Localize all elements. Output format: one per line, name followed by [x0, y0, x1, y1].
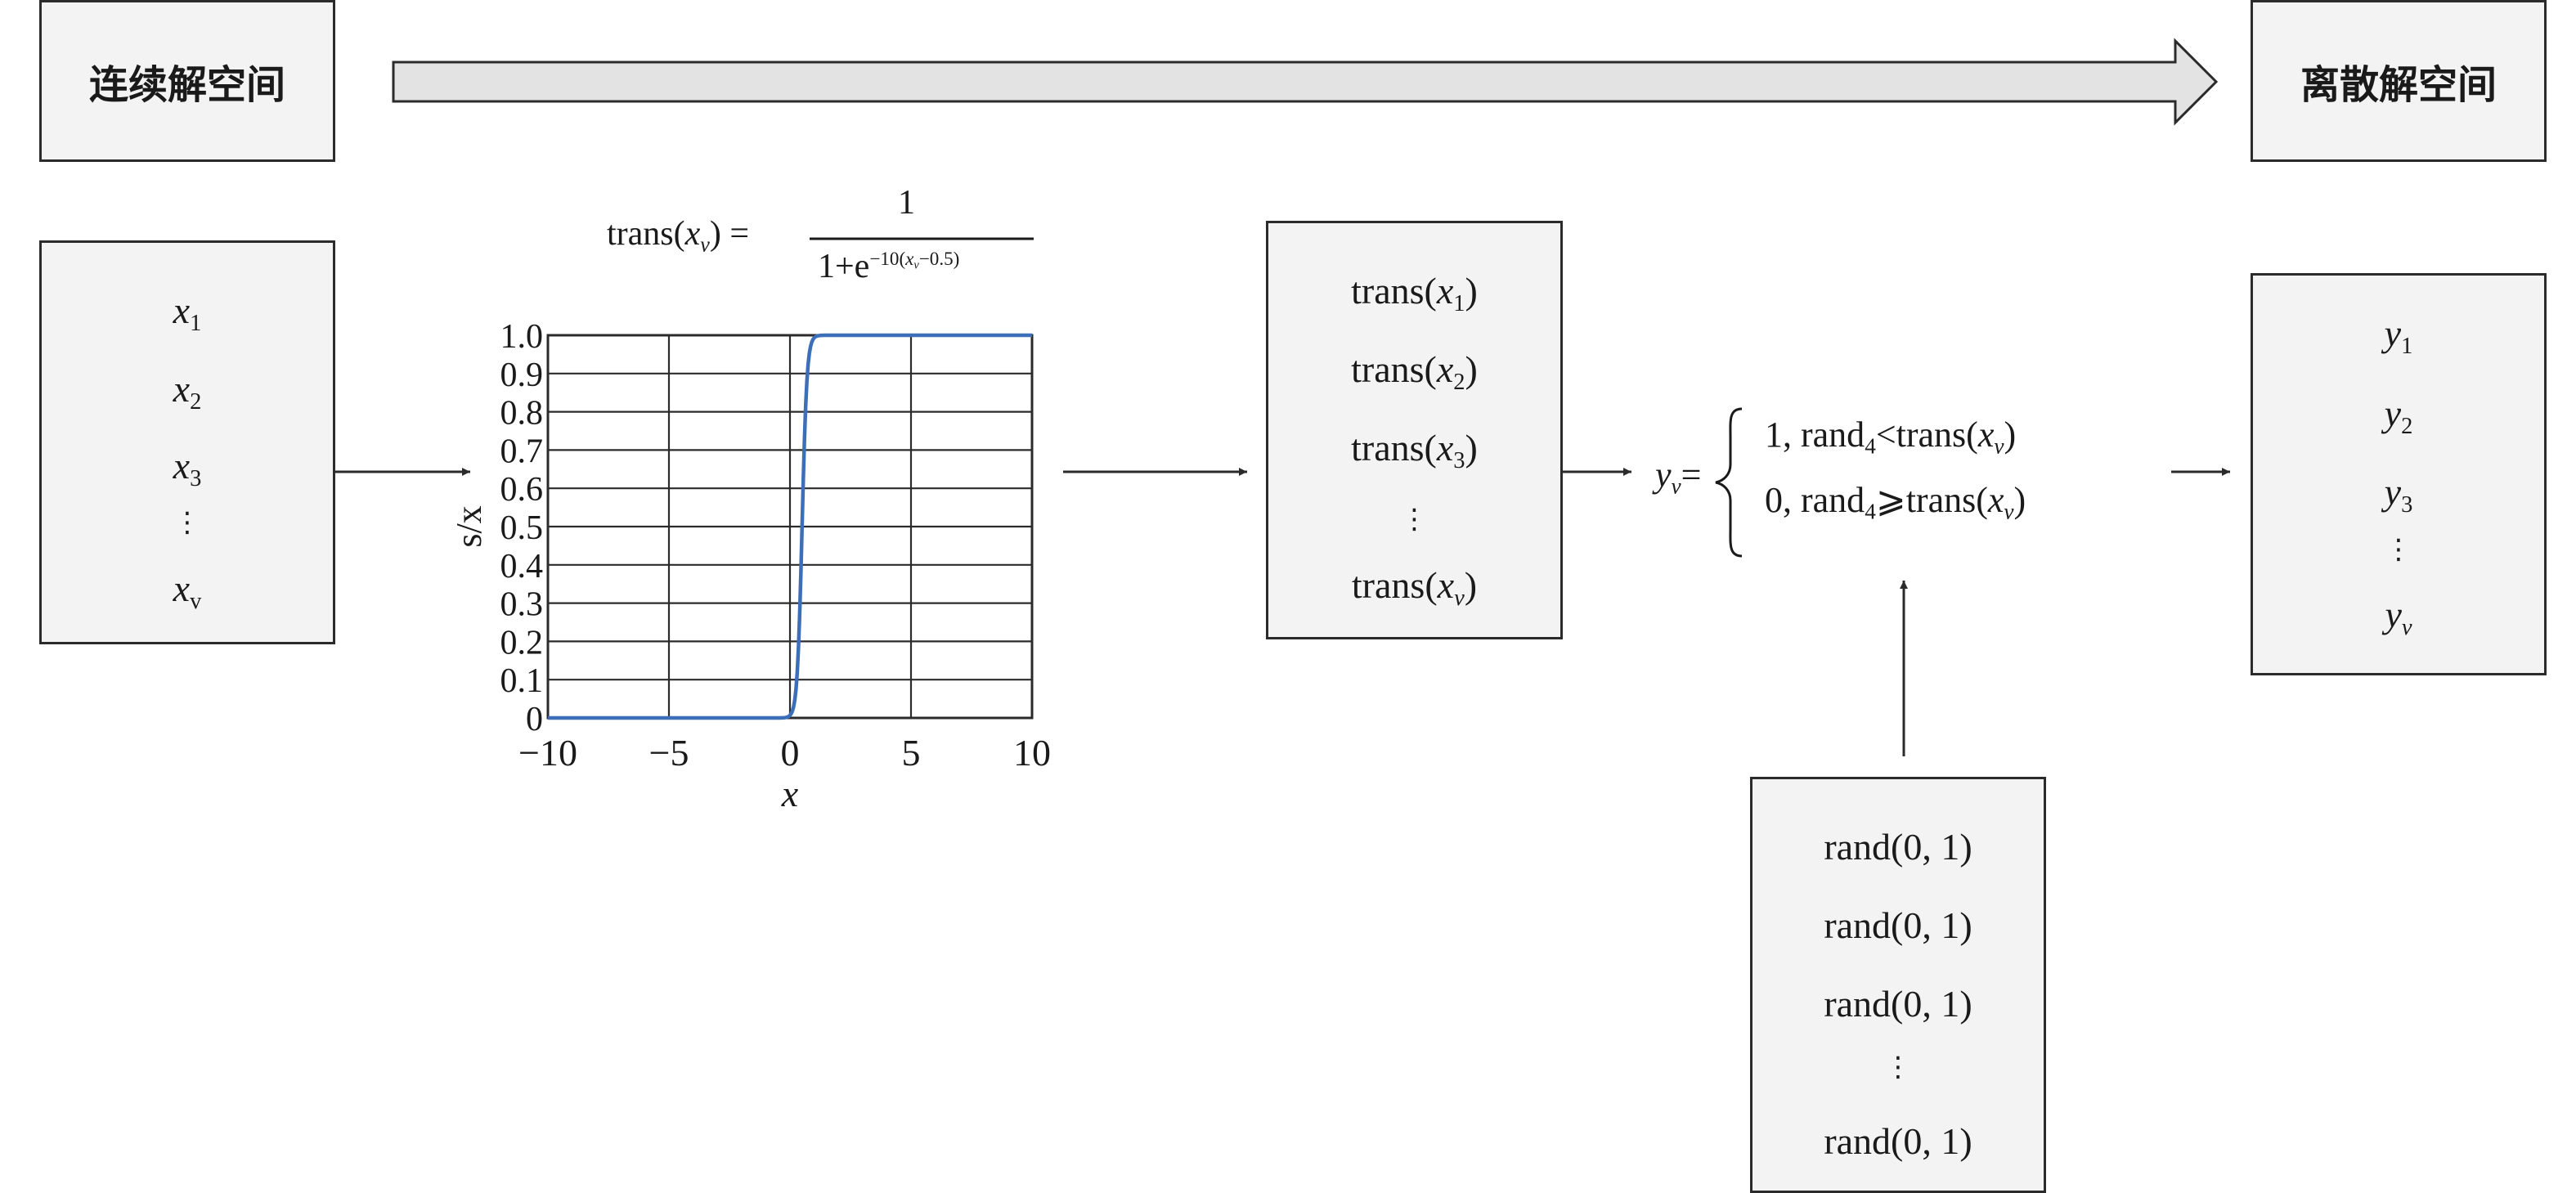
input-item-1: x1	[173, 289, 202, 337]
chart-y-axis-label: s/x	[449, 505, 489, 547]
x-tick-label: −5	[649, 732, 689, 774]
input-ellipsis: ⋮	[173, 506, 201, 539]
output-item-1: y1	[2384, 312, 2413, 360]
continuous-space-box: 连续解空间	[39, 0, 335, 162]
y-tick-label: 0	[526, 701, 543, 738]
rand-vector-box: rand(0, 1) rand(0, 1) rand(0, 1) ⋮ rand(…	[1750, 777, 2046, 1193]
output-item-3: y3	[2384, 471, 2413, 518]
x-tick-label: 5	[902, 732, 921, 774]
trans-item-2: trans(x2)	[1351, 348, 1478, 396]
y-tick-label: 0.5	[500, 509, 544, 547]
trans-ellipsis: ⋮	[1400, 503, 1429, 536]
chart-x-axis-label: x	[781, 773, 799, 814]
discrete-space-title: 离散解空间	[2300, 62, 2497, 108]
input-item-v: xv	[173, 567, 202, 615]
rule-case-2: 0, rand4⩾trans(xv)	[1765, 480, 2026, 524]
y-tick-label: 0.3	[500, 586, 544, 624]
y-tick-label: 0.8	[500, 395, 544, 433]
rand-item-2: rand(0, 1)	[1824, 904, 1972, 946]
y-tick-label: 0.6	[500, 471, 544, 509]
formula-numerator: 1	[898, 184, 915, 222]
formula-lhs: trans(xv) =	[607, 215, 750, 257]
x-tick-label: 10	[1013, 732, 1051, 774]
continuous-space-title: 连续解空间	[88, 62, 285, 108]
formula-denominator: 1+e−10(xv−0.5)	[818, 248, 960, 285]
chart-x-tick-labels: −10 −5 0 5 10	[518, 732, 1051, 774]
series-line-sigmoid	[548, 333, 1032, 720]
output-item-v: yv	[2385, 594, 2412, 641]
chart-frame	[546, 334, 1034, 720]
rule-case-1: 1, rand4<trans(xv)	[1765, 415, 2017, 459]
piecewise-brace	[1715, 407, 1743, 558]
rand-ellipsis: ⋮	[1884, 1051, 1912, 1083]
output-item-2: y2	[2384, 392, 2413, 440]
rand-item-1: rand(0, 1)	[1824, 826, 1972, 868]
trans-item-3: trans(x3)	[1351, 427, 1478, 474]
input-item-3: x3	[173, 445, 202, 492]
input-item-2: x2	[173, 368, 202, 415]
y-tick-label: 0.7	[500, 433, 544, 470]
rule-lhs: yv=	[1655, 455, 1702, 499]
trans-item-v: trans(xv)	[1351, 564, 1478, 612]
chart-grid	[548, 335, 1032, 718]
x-tick-label: −10	[518, 732, 577, 774]
y-tick-label: 0.1	[500, 662, 544, 700]
chart-y-tick-labels: 00.10.20.30.40.50.60.70.80.91.0	[500, 318, 544, 738]
trans-item-1: trans(x1)	[1351, 270, 1478, 317]
output-vector-box: y1 y2 y3 ⋮ yv	[2251, 273, 2547, 675]
y-tick-label: 0.9	[500, 357, 544, 394]
rand-item-3: rand(0, 1)	[1824, 983, 1972, 1025]
trans-vector-box: trans(x1) trans(x2) trans(x3) ⋮ trans(xv…	[1266, 221, 1563, 639]
y-tick-label: 1.0	[500, 318, 544, 356]
x-tick-label: 0	[781, 732, 800, 774]
rand-item-last: rand(0, 1)	[1824, 1120, 1972, 1162]
y-tick-label: 0.4	[500, 548, 544, 585]
y-tick-label: 0.2	[500, 624, 544, 662]
input-vector-box: x1 x2 x3 ⋮ xv	[39, 240, 335, 644]
output-ellipsis: ⋮	[2385, 533, 2412, 566]
discrete-space-box: 离散解空间	[2251, 0, 2547, 162]
banner-arrow	[392, 38, 2219, 126]
